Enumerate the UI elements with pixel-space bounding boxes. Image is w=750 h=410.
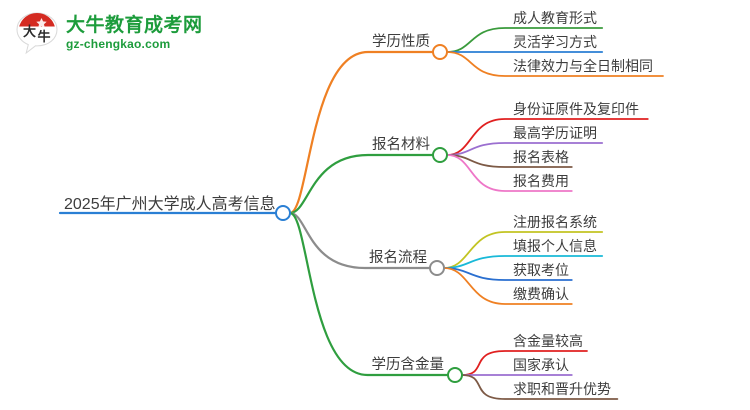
mindmap-link	[443, 267, 573, 305]
mindmap-leaf-label-3-4[interactable]: 缴费确认	[513, 286, 569, 302]
mindmap-leaf-label-2-1[interactable]: 身份证原件及复印件	[513, 101, 639, 117]
mindmap-branch-node-4[interactable]	[447, 367, 463, 383]
mindmap-link	[288, 50, 434, 215]
mindmap-leaf-label-2-2[interactable]: 最高学历证明	[513, 125, 597, 141]
mindmap-link	[288, 211, 449, 377]
mindmap-branch-label-3[interactable]: 报名流程	[369, 250, 427, 266]
mindmap-branch-node-2[interactable]	[432, 147, 448, 163]
mindmap-link	[461, 350, 588, 376]
logo-subtitle: gz-chengkao.com	[66, 37, 171, 51]
mindmap-leaf-label-3-2[interactable]: 填报个人信息	[513, 238, 597, 254]
mindmap-link	[446, 118, 649, 156]
mindmap-root-node[interactable]	[275, 205, 291, 221]
svg-text:大: 大	[23, 24, 36, 40]
mindmap-leaf-label-2-4[interactable]: 报名费用	[513, 173, 569, 189]
mindmap-leaf-label-4-2[interactable]: 国家承认	[513, 357, 569, 373]
site-logo[interactable]: 大 牛 大牛教育成考网 gz-chengkao.com	[14, 6, 204, 60]
daniu-bull-speech-bubble-logo: 大 牛	[14, 10, 60, 56]
mindmap-leaf-label-1-2[interactable]: 灵活学习方式	[513, 34, 597, 50]
mindmap-link	[288, 211, 431, 270]
mindmap-leaf-label-3-1[interactable]: 注册报名系统	[513, 214, 597, 230]
mindmap-branch-label-2[interactable]: 报名材料	[372, 137, 430, 153]
mindmap-branch-label-1[interactable]: 学历性质	[372, 34, 430, 50]
mindmap-link	[461, 374, 619, 400]
mindmap-root-label[interactable]: 2025年广州大学成人高考信息	[64, 196, 276, 213]
mindmap-leaf-label-4-1[interactable]: 含金量较高	[513, 333, 583, 349]
mindmap-branch-node-3[interactable]	[429, 260, 445, 276]
mindmap-link	[443, 231, 604, 269]
mindmap-link	[446, 154, 573, 192]
mindmap-branch-node-1[interactable]	[432, 44, 448, 60]
mindmap-leaf-label-1-3[interactable]: 法律效力与全日制相同	[513, 58, 653, 74]
mindmap-link-group	[58, 27, 664, 400]
svg-text:牛: 牛	[37, 29, 50, 45]
mindmap-link	[446, 27, 604, 53]
mindmap-leaf-label-1-1[interactable]: 成人教育形式	[513, 10, 597, 26]
logo-title: 大牛教育成考网	[66, 15, 203, 36]
mindmap-node-group	[275, 44, 463, 383]
mindmap-branch-label-4[interactable]: 学历含金量	[371, 357, 445, 373]
mindmap-leaf-label-2-3[interactable]: 报名表格	[513, 149, 569, 165]
mindmap-leaf-label-4-3[interactable]: 求职和晋升优势	[513, 381, 611, 397]
mindmap-link	[446, 51, 664, 77]
mindmap-link	[288, 153, 434, 215]
mindmap-leaf-label-3-3[interactable]: 获取考位	[513, 262, 569, 278]
